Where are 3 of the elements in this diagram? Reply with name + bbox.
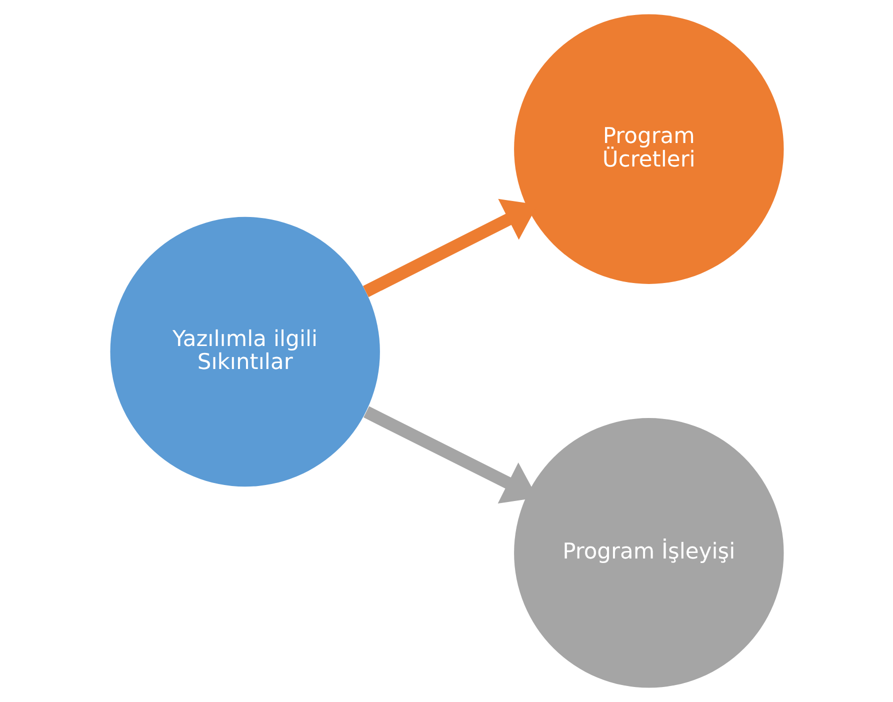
node-circle: Program Ücretleri [514, 14, 784, 284]
node-circle: Program İşleyişi [514, 418, 784, 688]
node-circle: Yazılımla ilgili Sıkıntılar [110, 216, 380, 487]
